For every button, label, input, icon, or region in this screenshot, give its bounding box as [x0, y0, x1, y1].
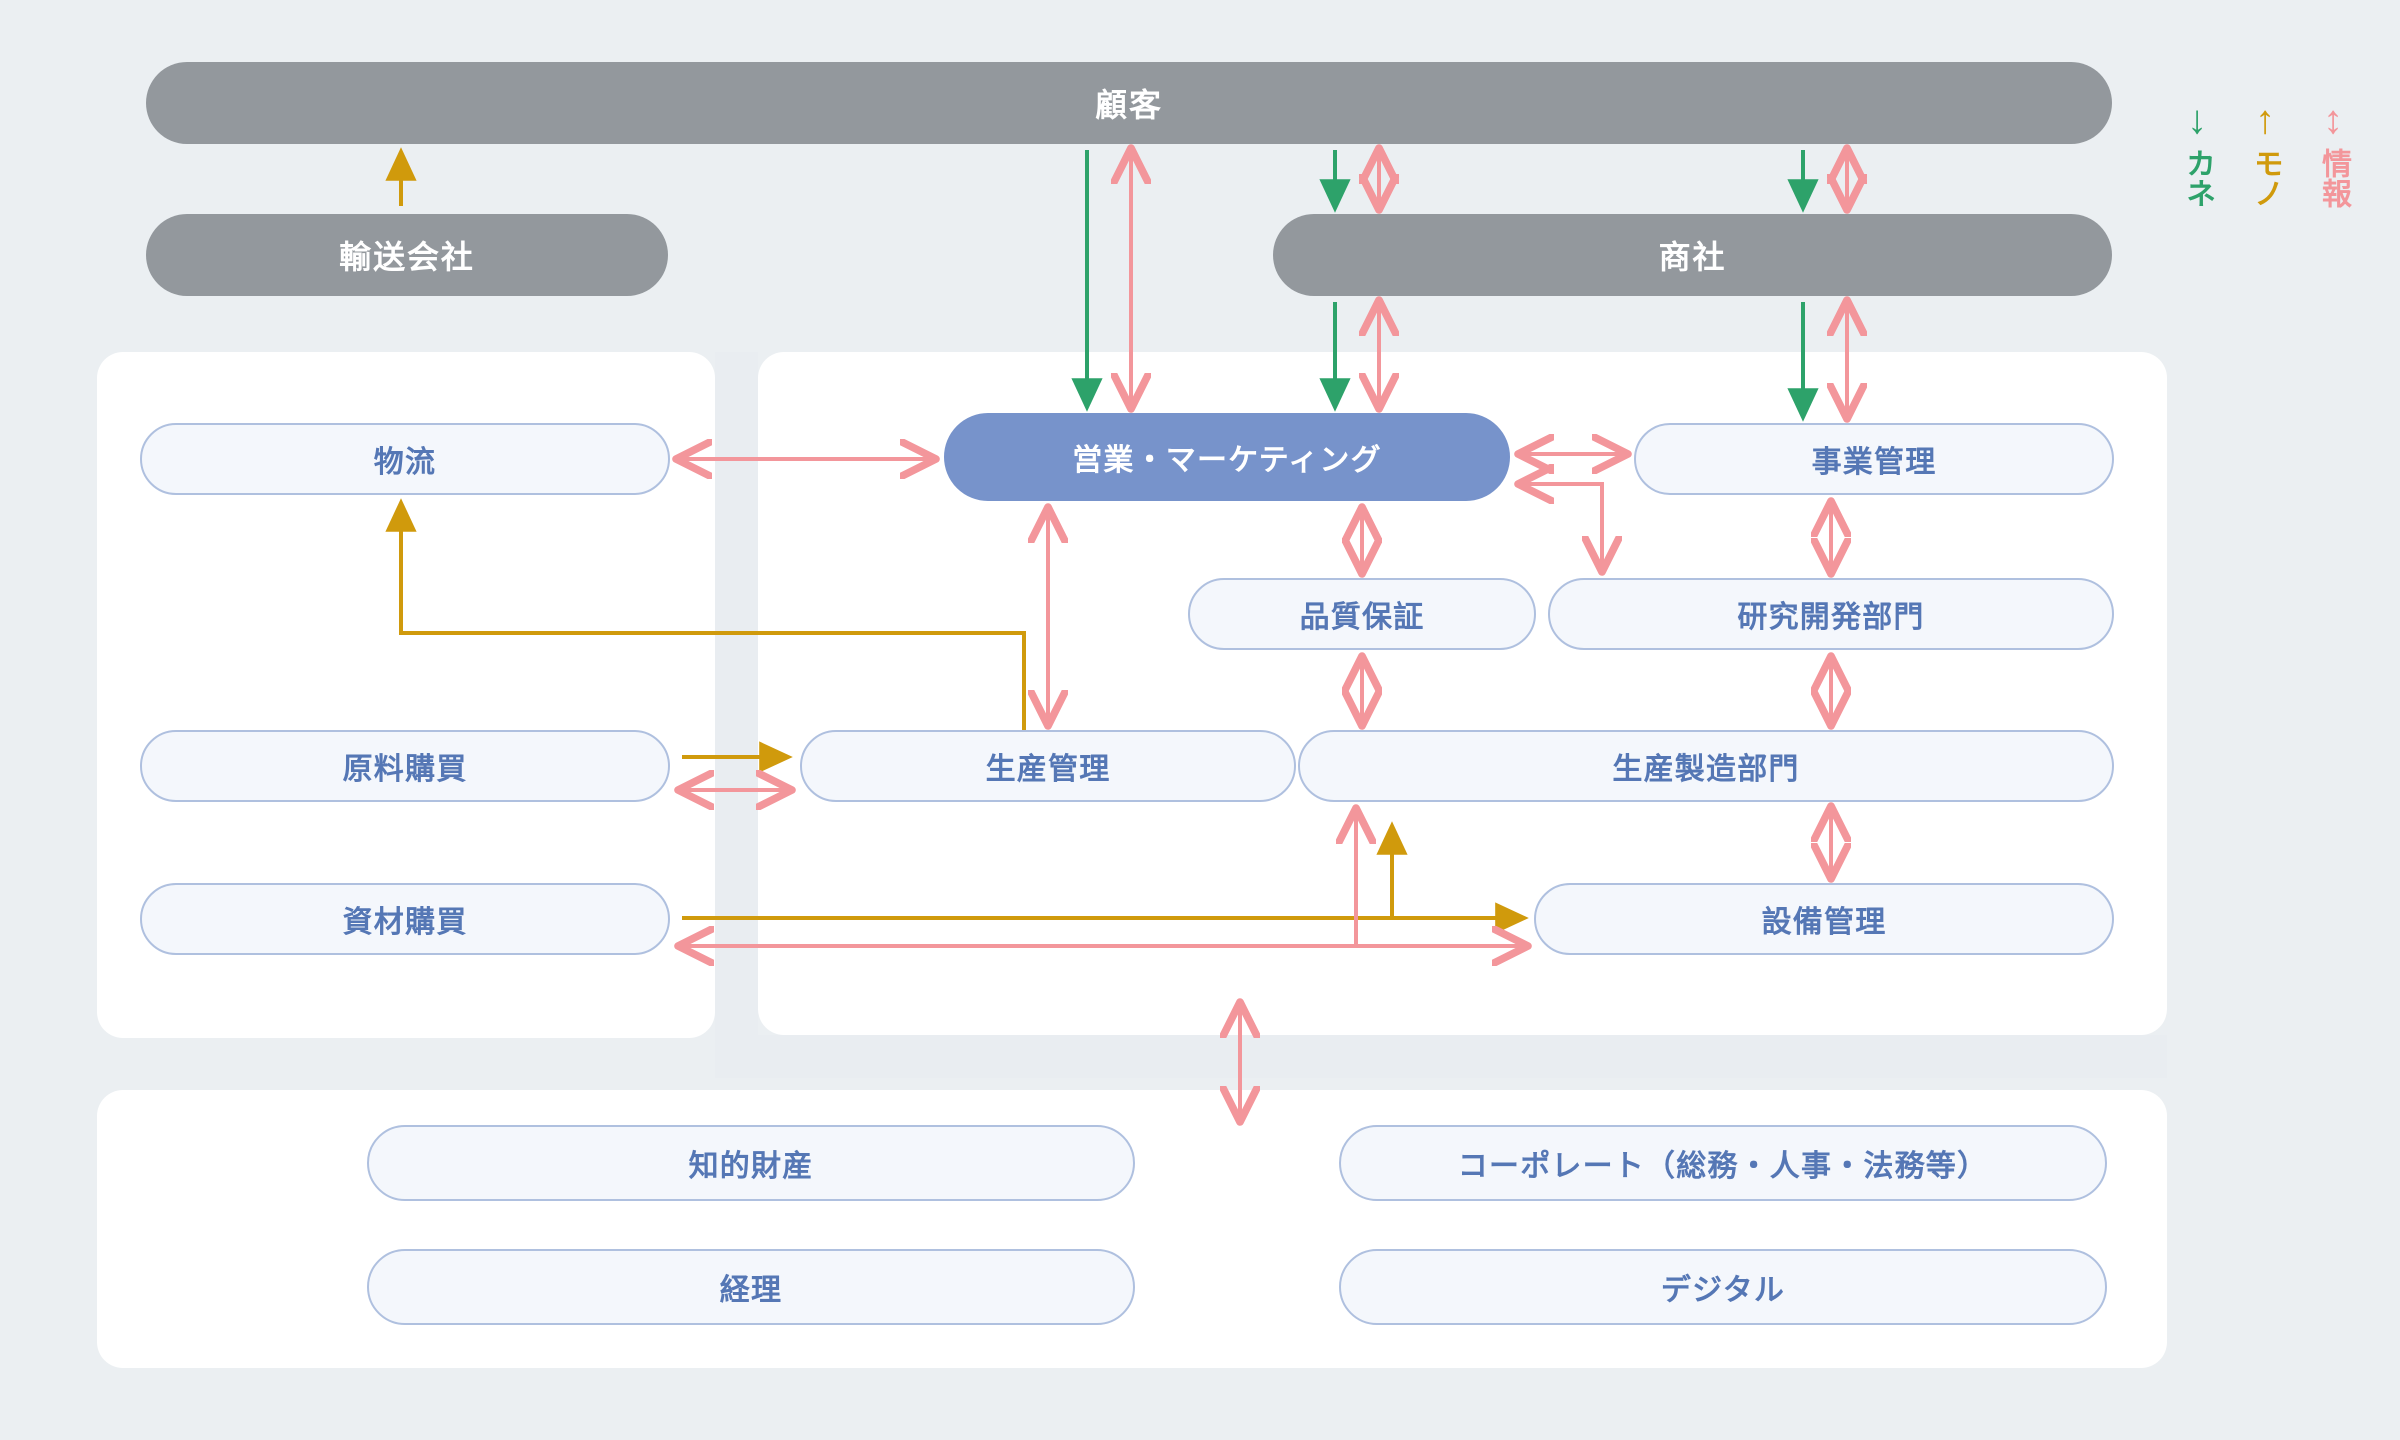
node-label: 営業・マーケティング [1072, 444, 1382, 477]
node-materials-purchasing[interactable]: 資材購買 [140, 883, 670, 955]
legend-label-goods: モノ [2249, 148, 2282, 208]
node-business-management[interactable]: 事業管理 [1634, 423, 2114, 495]
node-label: 原料購買 [342, 753, 468, 786]
external-node-transport[interactable]: 輸送会社 [146, 214, 668, 296]
node-label: 資材購買 [342, 906, 468, 939]
legend-item-info: ↕ 情報 [2316, 98, 2350, 208]
node-digital[interactable]: デジタル [1339, 1249, 2107, 1325]
external-node-customer[interactable]: 顧客 [146, 62, 2112, 144]
external-node-label: 顧客 [1095, 87, 1163, 123]
node-quality-assurance[interactable]: 品質保証 [1188, 578, 1536, 650]
node-label: 研究開発部門 [1737, 601, 1925, 634]
node-sales-marketing[interactable]: 営業・マーケティング [944, 413, 1510, 501]
node-label: 経理 [719, 1274, 783, 1307]
panel-gap-band-horizontal [715, 1035, 2167, 1078]
node-label: 知的財産 [688, 1150, 814, 1183]
node-production-management[interactable]: 生産管理 [800, 730, 1296, 802]
panel-gap-band-vertical [715, 352, 758, 1078]
arrow-up-icon: ↑ [2255, 98, 2275, 142]
node-logistics[interactable]: 物流 [140, 423, 670, 495]
node-raw-material-purchasing[interactable]: 原料購買 [140, 730, 670, 802]
external-node-trading[interactable]: 商社 [1273, 214, 2112, 296]
external-node-label: 輸送会社 [339, 239, 475, 275]
node-label: デジタル [1660, 1274, 1786, 1307]
node-label: 生産管理 [985, 753, 1111, 786]
legend-label-info: 情報 [2317, 148, 2350, 208]
node-label: 生産製造部門 [1612, 753, 1800, 786]
legend-item-goods: ↑ モノ [2248, 98, 2282, 208]
external-node-label: 商社 [1658, 239, 1727, 275]
node-corporate[interactable]: コーポレート（総務・人事・法務等） [1339, 1125, 2107, 1201]
node-label: 物流 [373, 446, 437, 479]
node-intellectual-property[interactable]: 知的財産 [367, 1125, 1135, 1201]
node-accounting[interactable]: 経理 [367, 1249, 1135, 1325]
node-research-development[interactable]: 研究開発部門 [1548, 578, 2114, 650]
legend: ↓ カネ ↑ モノ ↕ 情報 [2180, 98, 2350, 208]
arrow-updown-icon: ↕ [2323, 98, 2343, 142]
node-label: 事業管理 [1811, 446, 1937, 479]
legend-item-money: ↓ カネ [2180, 98, 2214, 208]
legend-label-money: カネ [2181, 148, 2214, 208]
node-label: コーポレート（総務・人事・法務等） [1457, 1150, 1989, 1183]
node-manufacturing-department[interactable]: 生産製造部門 [1298, 730, 2114, 802]
node-label: 設備管理 [1761, 906, 1887, 939]
arrow-down-icon: ↓ [2187, 98, 2207, 142]
node-facility-management[interactable]: 設備管理 [1534, 883, 2114, 955]
node-label: 品質保証 [1299, 601, 1425, 634]
